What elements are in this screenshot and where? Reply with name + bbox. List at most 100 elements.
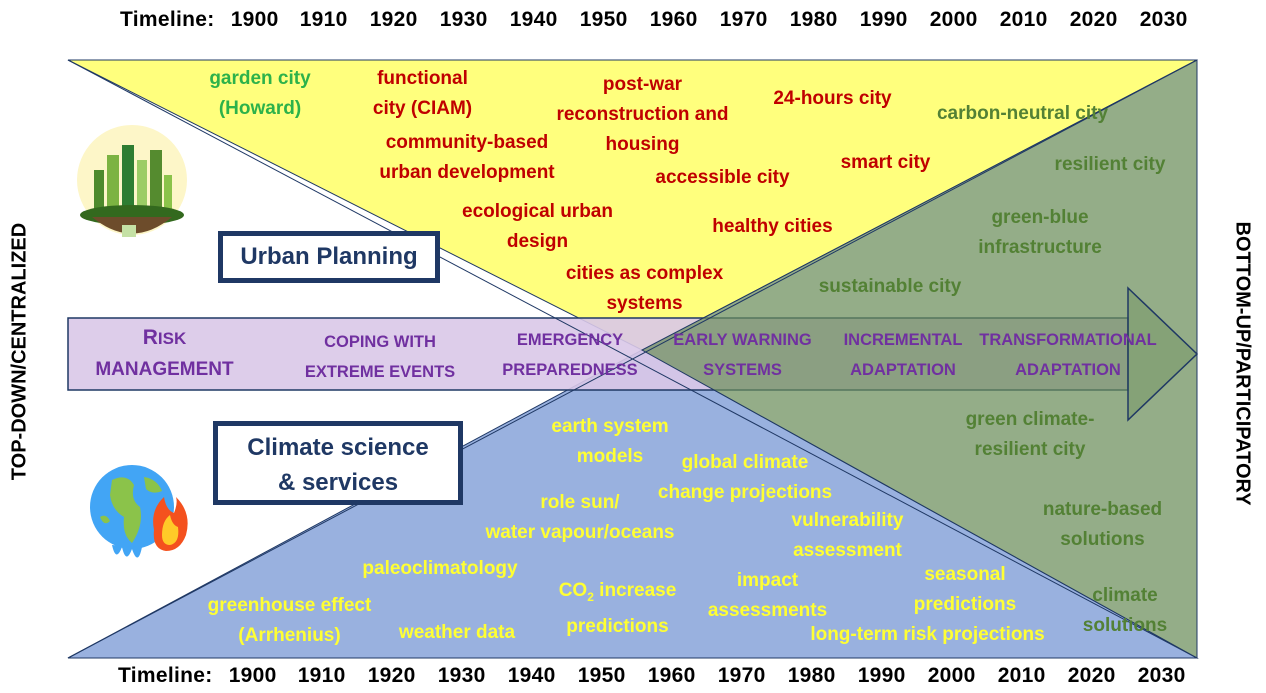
concept-green-climate-resilient-city: green climate- resilient city (945, 405, 1115, 465)
timeline-year: 1920 (367, 664, 416, 687)
concept-line: (Arrhenius) (238, 625, 341, 646)
risk-stage-line: SYSTEMS (703, 361, 782, 379)
concept-line: garden city (209, 68, 311, 89)
timeline-year: 2010 (997, 664, 1046, 687)
concept-line: role sun/ (540, 492, 620, 513)
concept-long-term-risk: long-term risk projections (810, 624, 1045, 645)
concept-line: change projections (657, 482, 833, 503)
concept-line: assessment (793, 540, 902, 561)
axis-top-down-label: TOP-DOWN/CENTRALIZED (8, 222, 31, 481)
concept-line: assessments (707, 600, 828, 621)
concept-paleoclimatology: paleoclimatology (362, 558, 518, 579)
concept-line: predictions (566, 615, 669, 637)
concept-ecological-urban-design: ecological urban design (445, 197, 630, 257)
concept-weather-data: weather data (398, 622, 516, 643)
timeline-year: 1910 (299, 8, 348, 31)
risk-stage-coping: COPING WITH EXTREME EVENTS (285, 327, 475, 387)
concept-line: community-based (385, 132, 549, 153)
concept-line: global climate (681, 452, 809, 473)
concept-line: models (576, 446, 644, 467)
concept-nature-based-solutions: nature-based solutions (1025, 495, 1180, 555)
concept-role-sun: role sun/ water vapour/oceans (465, 488, 695, 548)
concept-accessible-city: accessible city (655, 167, 790, 188)
concept-line: reconstruction and (556, 104, 729, 125)
timeline-year: 1970 (719, 8, 768, 31)
concept-line: green climate- (965, 409, 1095, 430)
risk-stage-line: INCREMENTAL (843, 331, 963, 349)
timeline-year: 1930 (437, 664, 486, 687)
concept-line: (Howard) (218, 98, 302, 119)
concept-line: climate (1092, 585, 1158, 606)
timeline-year: 2030 (1137, 664, 1186, 687)
concept-greenhouse-effect: greenhouse effect (Arrhenius) (192, 591, 387, 651)
participatory-triangle (640, 59, 1198, 659)
timeline-label: Timeline: (120, 8, 215, 31)
timeline-year: 1940 (509, 8, 558, 31)
timeline-year: 1950 (577, 664, 626, 687)
co2-increase-text: increase (593, 580, 677, 601)
risk-stage-early-warning: EARLY WARNING SYSTEMS (660, 325, 825, 385)
risk-title-cap: R (142, 326, 158, 349)
timeline-year: 1900 (228, 664, 277, 687)
timeline-year: 2000 (929, 8, 978, 31)
timeline-year: 1930 (439, 8, 488, 31)
timeline-year: 1970 (717, 664, 766, 687)
risk-stage-line: ADAPTATION (1015, 361, 1121, 379)
risk-arrow-head (1127, 286, 1199, 422)
concept-line: solutions (1060, 529, 1145, 550)
concept-line: impact (736, 570, 799, 591)
concept-sustainable-city: sustainable city (818, 276, 962, 297)
climate-science-box: Climate science & services (213, 421, 463, 505)
timeline-year: 1900 (230, 8, 279, 31)
concept-line: post-war (602, 74, 683, 95)
timeline-year: 1960 (647, 664, 696, 687)
risk-stage-incremental: INCREMENTAL ADAPTATION (828, 325, 978, 385)
risk-stage-line: ADAPTATION (850, 361, 956, 379)
timeline-year: 1990 (857, 664, 906, 687)
timeline-year: 1980 (789, 8, 838, 31)
concept-smart-city: smart city (840, 152, 931, 173)
concept-line: vulnerability (791, 510, 904, 531)
concept-line: CO2 increase (545, 576, 690, 612)
timeline-label: Timeline: (118, 664, 213, 687)
timeline-year: 2000 (927, 664, 976, 687)
timeline-year: 2020 (1069, 8, 1118, 31)
timeline-year: 2020 (1067, 664, 1116, 687)
concept-line: functional (377, 68, 468, 89)
climate-box-line2: & services (277, 469, 399, 496)
timeline-year: 1980 (787, 664, 836, 687)
concept-earth-system-models: earth system models (535, 412, 685, 472)
concept-seasonal-predictions: seasonal predictions (900, 560, 1030, 620)
concept-24-hours-city: 24-hours city (773, 88, 892, 109)
concept-functional-city: functional city (CIAM) (355, 64, 490, 124)
urban-planning-box: Urban Planning (218, 231, 440, 283)
concept-line: resilient city (974, 439, 1086, 460)
concept-global-climate-change: global climate change projections (645, 448, 845, 508)
concept-climate-solutions: climate solutions (1070, 581, 1180, 641)
concept-healthy-cities: healthy cities (712, 216, 833, 237)
concept-green-blue-infrastructure: green-blue infrastructure (960, 203, 1120, 263)
risk-stage-line: TRANSFORMATIONAL (979, 331, 1157, 349)
concept-line: design (506, 231, 569, 252)
concept-line: nature-based (1042, 499, 1163, 520)
concept-line: systems (606, 293, 683, 314)
timeline-year: 1940 (507, 664, 556, 687)
burning-earth-icon (90, 465, 188, 558)
concept-post-war: post-war reconstruction and housing (545, 70, 740, 160)
risk-stage-line: EMERGENCY (516, 331, 624, 349)
co2-subscript: 2 (587, 589, 594, 604)
green-city-icon (77, 125, 187, 237)
risk-stage-line: EARLY WARNING (673, 331, 812, 349)
risk-title-rest: ISK (157, 329, 187, 348)
concept-line: greenhouse effect (207, 595, 372, 616)
axis-bottom-up-label: BOTTOM-UP/PARTICIPATORY (1231, 221, 1254, 506)
timeline-year: 1950 (579, 8, 628, 31)
concept-impact-assessments: impact assessments (700, 566, 835, 626)
risk-title-line2: MANAGEMENT (95, 359, 234, 380)
timeline-year: 2010 (999, 8, 1048, 31)
timeline-year: 1990 (859, 8, 908, 31)
concept-line: housing (605, 134, 680, 155)
